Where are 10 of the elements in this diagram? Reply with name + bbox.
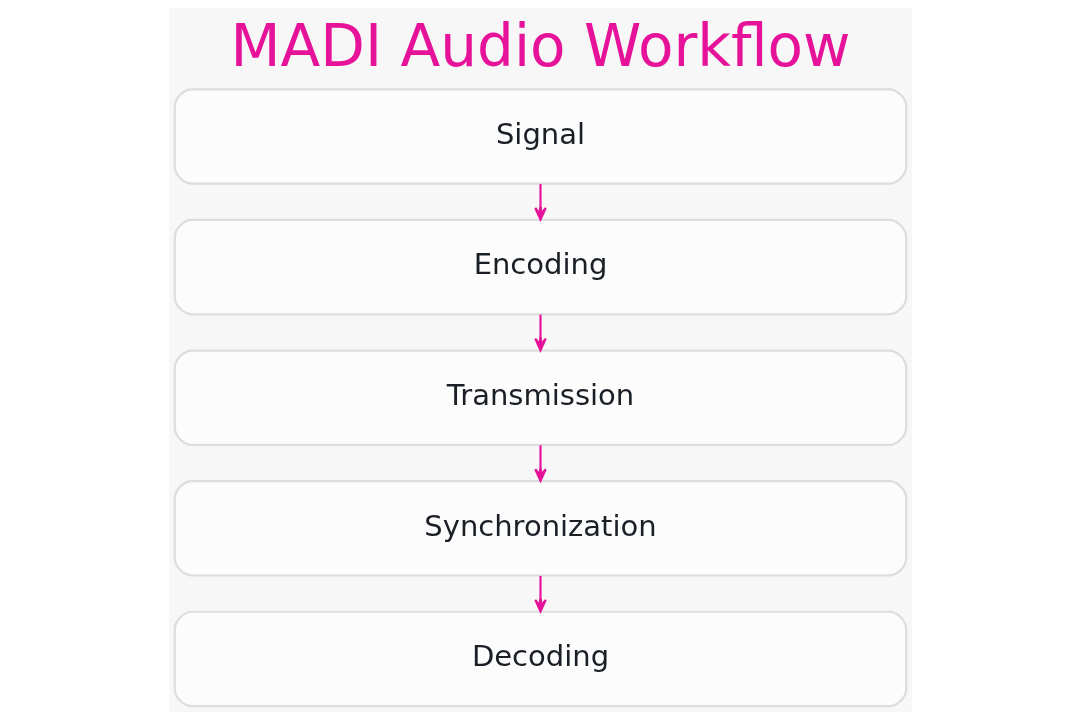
- node-box: Transmission: [173, 349, 907, 446]
- node-box: Decoding: [173, 610, 907, 708]
- arrow: [533, 184, 547, 221]
- node-box: Encoding: [173, 218, 907, 316]
- arrow: [533, 575, 547, 613]
- node-box: Synchronization: [173, 480, 907, 577]
- arrow: [533, 445, 547, 482]
- arrow: [533, 314, 547, 352]
- diagram-title: MADI Audio Workflow: [230, 12, 850, 81]
- node-box: Signal: [173, 88, 907, 185]
